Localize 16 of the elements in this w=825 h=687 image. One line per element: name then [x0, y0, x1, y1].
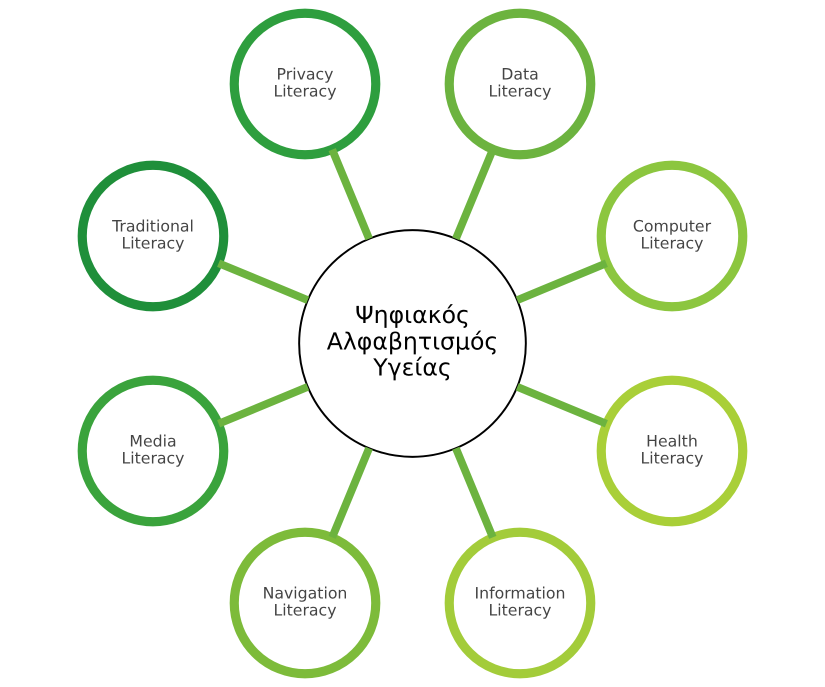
connector [516, 260, 608, 304]
node-circle: Ψηφιακός Αλφαβητισμός Υγείας [298, 229, 527, 458]
connector [217, 383, 310, 428]
node-circle: Computer Literacy [596, 160, 748, 312]
node-circle: Media Literacy [78, 376, 228, 526]
connector [217, 260, 310, 304]
node-circle: Data Literacy [444, 8, 596, 160]
connector [452, 446, 496, 539]
node-circle: Health Literacy [596, 376, 748, 526]
connector [328, 148, 373, 240]
node-circle: Privacy Literacy [230, 8, 380, 160]
connector [516, 383, 608, 428]
connector [328, 446, 373, 539]
node-circle: Traditional Literacy [78, 160, 228, 312]
node-circle: Navigation Literacy [230, 528, 380, 678]
node-circle: Information Literacy [444, 528, 596, 678]
